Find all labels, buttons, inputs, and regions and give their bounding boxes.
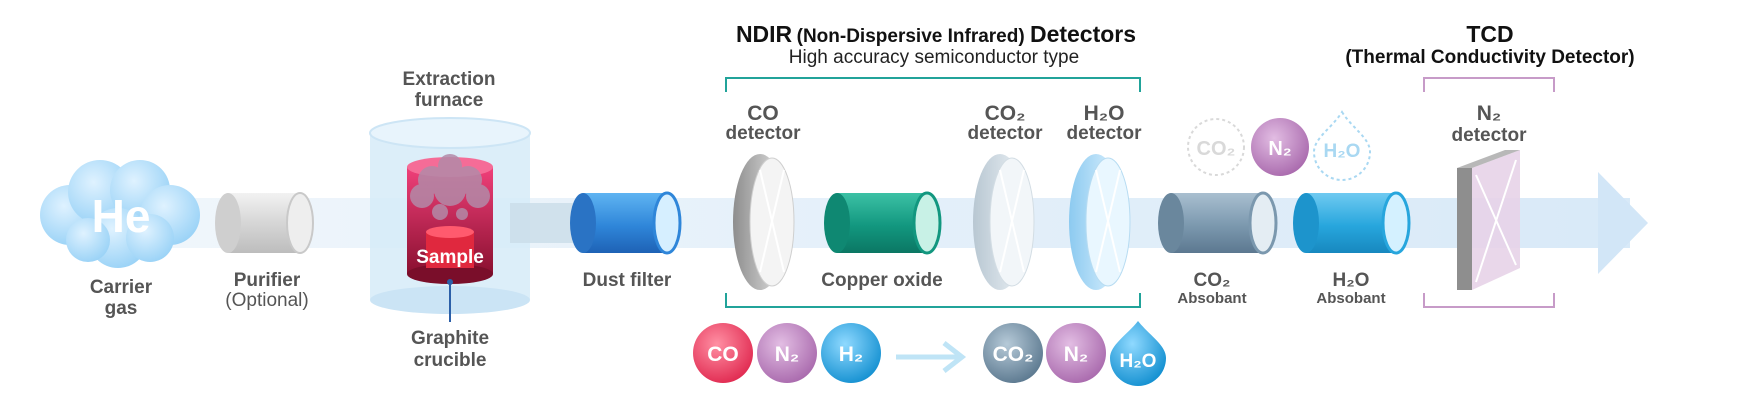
reaction-product-co2: CO₂ bbox=[983, 323, 1043, 383]
reaction-reactant-n2: N₂ bbox=[757, 323, 817, 383]
crucible-label-line1: Graphite bbox=[411, 328, 489, 349]
co-detector-lens bbox=[733, 154, 795, 290]
tcd-title: TCD bbox=[1466, 21, 1513, 47]
bubble-co2-outline: CO₂ bbox=[1187, 118, 1245, 176]
furnace-title-line2: furnace bbox=[415, 90, 484, 111]
copper-oxide-label: Copper oxide bbox=[821, 270, 942, 291]
reactant-n2-label: N₂ bbox=[775, 343, 800, 366]
helium-cloud: He bbox=[40, 160, 200, 268]
purifier-note: (Optional) bbox=[225, 290, 308, 311]
co2-detector-line2: detector bbox=[968, 123, 1044, 144]
h2o-detector-lens bbox=[1069, 154, 1131, 290]
co-detector-line1: CO bbox=[747, 102, 779, 125]
h2o-detector-line1: H₂O bbox=[1084, 102, 1125, 125]
ndir-title: NDIR (Non-Dispersive Infrared) Detectors bbox=[736, 21, 1136, 47]
carrier-label-line2: gas bbox=[105, 298, 138, 319]
bubble-h2o-outline: H₂O bbox=[1312, 110, 1372, 181]
co2-detector-lens bbox=[973, 154, 1035, 290]
h2o-absorbant-line1: H₂O bbox=[1333, 270, 1370, 291]
pipe-connector bbox=[510, 203, 580, 243]
co-detector-line2: detector bbox=[726, 123, 802, 144]
bubble-h2o-label: H₂O bbox=[1324, 141, 1361, 162]
co2-detector-line1: CO₂ bbox=[985, 102, 1026, 125]
furnace-title-line1: Extraction bbox=[403, 69, 496, 90]
bubble-n2-label: N₂ bbox=[1268, 138, 1291, 160]
ndir-title-main: NDIR bbox=[736, 21, 793, 47]
reaction-product-h2o: H₂O bbox=[1110, 321, 1166, 386]
h2o-absorbant-line2: Absobant bbox=[1316, 290, 1385, 307]
product-n2-label: N₂ bbox=[1064, 343, 1089, 366]
ndir-subtitle: High accuracy semiconductor type bbox=[789, 47, 1079, 68]
purifier-label: Purifier bbox=[234, 270, 301, 291]
sample-smoke bbox=[410, 154, 490, 220]
tcd-detector-line1: N₂ bbox=[1477, 102, 1502, 125]
co2-absorbant-line1: CO₂ bbox=[1194, 270, 1231, 291]
product-co2-label: CO₂ bbox=[993, 343, 1034, 366]
tcd-subtitle: (Thermal Conductivity Detector) bbox=[1345, 47, 1634, 68]
n2-detector-panel bbox=[1457, 150, 1520, 290]
ndir-title-paren: (Non-Dispersive Infrared) bbox=[797, 26, 1030, 47]
purifier-cylinder bbox=[215, 192, 314, 254]
tcd-bracket bbox=[1423, 77, 1555, 308]
reactant-co-label: CO bbox=[707, 343, 739, 366]
dust-filter-label: Dust filter bbox=[583, 270, 672, 291]
ndir-title-end: Detectors bbox=[1030, 21, 1136, 47]
sample-label: Sample bbox=[416, 247, 484, 268]
product-h2o-label: H₂O bbox=[1120, 351, 1157, 372]
h2o-detector-line2: detector bbox=[1067, 123, 1143, 144]
carrier-label-line1: Carrier bbox=[90, 277, 153, 298]
dust-filter-cylinder bbox=[570, 191, 682, 255]
copper-oxide-cylinder bbox=[824, 191, 942, 255]
co2-absorbant-line2: Absobant bbox=[1177, 290, 1246, 307]
he-symbol: He bbox=[92, 190, 151, 242]
reaction-reactant-co: CO bbox=[693, 323, 753, 383]
crucible-label-line2: crucible bbox=[414, 350, 487, 371]
bubble-co2-label: CO₂ bbox=[1197, 138, 1236, 160]
reaction-reactant-h2: H₂ bbox=[821, 323, 881, 383]
reaction-arrow bbox=[896, 341, 967, 373]
reaction-product-n2: N₂ bbox=[1046, 323, 1106, 383]
co2-absorbant-cylinder bbox=[1158, 191, 1278, 255]
h2o-absorbant-cylinder bbox=[1293, 191, 1411, 255]
tcd-detector-line2: detector bbox=[1452, 125, 1528, 146]
ndir-bracket bbox=[725, 77, 1141, 308]
crucible-pointer bbox=[447, 279, 453, 322]
bubble-n2-top: N₂ bbox=[1251, 118, 1309, 176]
reactant-h2-label: H₂ bbox=[839, 343, 864, 366]
